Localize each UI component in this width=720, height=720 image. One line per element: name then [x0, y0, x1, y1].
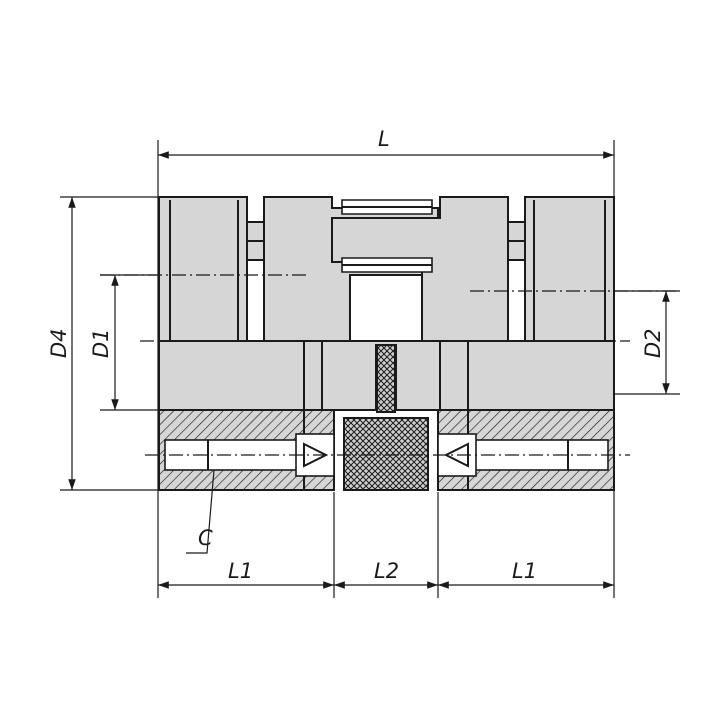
label-D4: D4 [47, 328, 71, 358]
label-L: L [378, 127, 390, 151]
knurled-center-insert [343, 417, 429, 491]
label-D1: D1 [89, 328, 113, 358]
coupling-lower-section [158, 409, 615, 491]
coupling-upper-view [158, 196, 615, 413]
label-D2: D2 [641, 328, 665, 358]
label-L1-left: L1 [228, 559, 253, 583]
dimension-lines [68, 151, 670, 589]
leader-C [186, 469, 215, 554]
center-lines [100, 274, 680, 456]
label-L1-right: L1 [512, 559, 537, 583]
label-L2: L2 [374, 559, 399, 583]
dimension-labels: L D4 D1 D2 C L1 L2 L1 [47, 127, 665, 583]
label-C: C [198, 526, 213, 550]
left-screw-bore [164, 439, 301, 471]
